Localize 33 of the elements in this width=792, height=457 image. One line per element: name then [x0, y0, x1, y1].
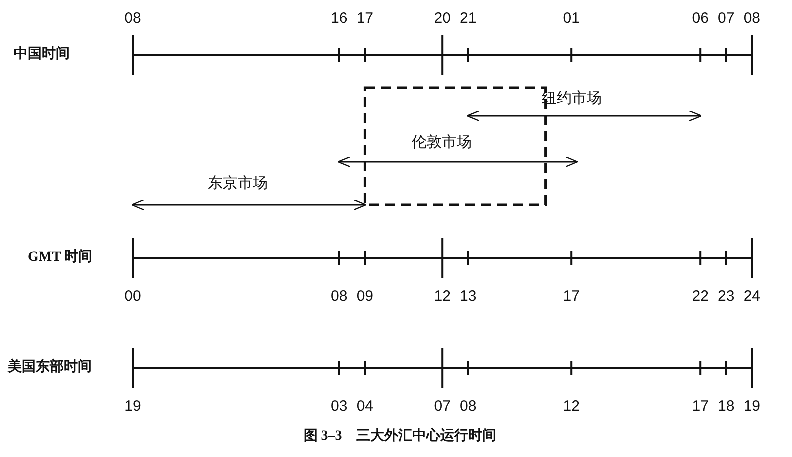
tick-label: 08 [331, 288, 348, 306]
tick-label: 00 [124, 288, 142, 306]
tick-label: 17 [563, 288, 580, 306]
axis-title: 美国东部时间 [8, 359, 92, 377]
tick-label: 21 [460, 10, 477, 28]
tick-label: 13 [460, 288, 477, 306]
tick-label: 17 [692, 398, 709, 416]
tick-label: 01 [563, 10, 580, 28]
market-label: 东京市场 [208, 175, 268, 193]
tick-label: 12 [563, 398, 580, 416]
tick-label: 06 [692, 10, 709, 28]
tick-label: 12 [434, 288, 451, 306]
tick-label: 09 [356, 288, 374, 306]
tick-label: 04 [356, 398, 374, 416]
tick-label: 16 [331, 10, 348, 28]
tick-label: 03 [331, 398, 348, 416]
tick-label: 08 [460, 398, 477, 416]
tick-label: 20 [434, 10, 451, 28]
tick-label: 08 [744, 10, 761, 28]
tick-label: 17 [356, 10, 374, 28]
tick-label: 19 [744, 398, 761, 416]
caption: 图 3–3 三大外汇中心运行时间 [304, 428, 496, 446]
tick-label: 19 [124, 398, 142, 416]
tick-label: 18 [718, 398, 735, 416]
tick-label: 24 [744, 288, 761, 306]
axis-title: GMT 时间 [28, 249, 93, 267]
tick-label: 22 [692, 288, 709, 306]
axis-title: 中国时间 [14, 46, 70, 64]
tick-label: 07 [434, 398, 451, 416]
tick-label: 08 [124, 10, 142, 28]
tick-label: 23 [718, 288, 735, 306]
market-label: 伦敦市场 [412, 134, 472, 152]
tick-label: 07 [718, 10, 735, 28]
